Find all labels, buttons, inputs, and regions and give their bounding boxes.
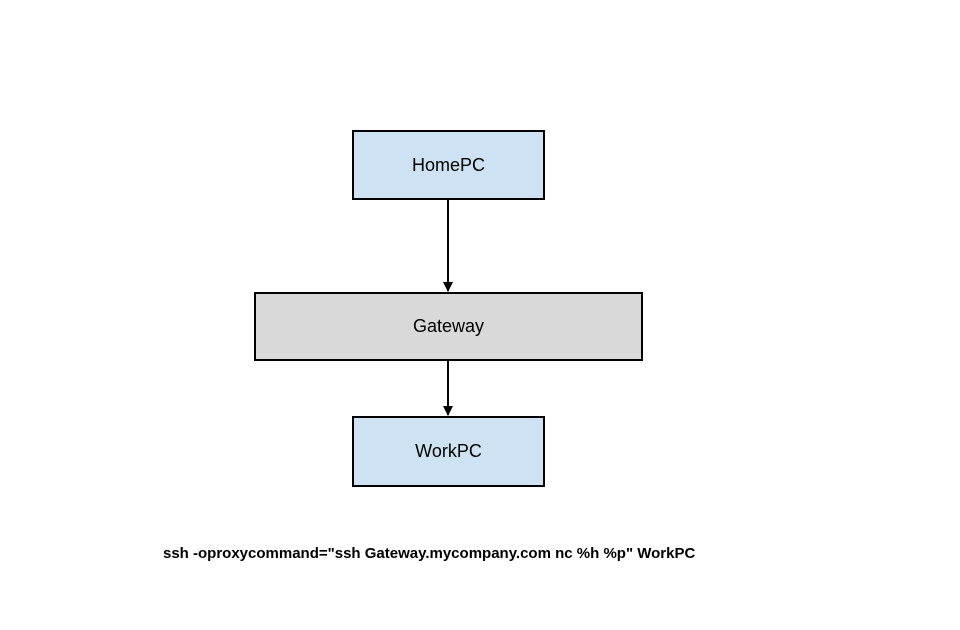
- workpc-label: WorkPC: [415, 441, 482, 461]
- homepc-label: HomePC: [411, 154, 486, 175]
- gateway-node: Gateway: [254, 292, 643, 361]
- ssh-command-text: ssh -oproxycommand="ssh Gateway.mycompan…: [163, 545, 696, 562]
- homepc-node: HomePC: [352, 130, 545, 200]
- workpc-node: WorkPC: [352, 416, 545, 487]
- gateway-label: Gateway: [412, 316, 485, 336]
